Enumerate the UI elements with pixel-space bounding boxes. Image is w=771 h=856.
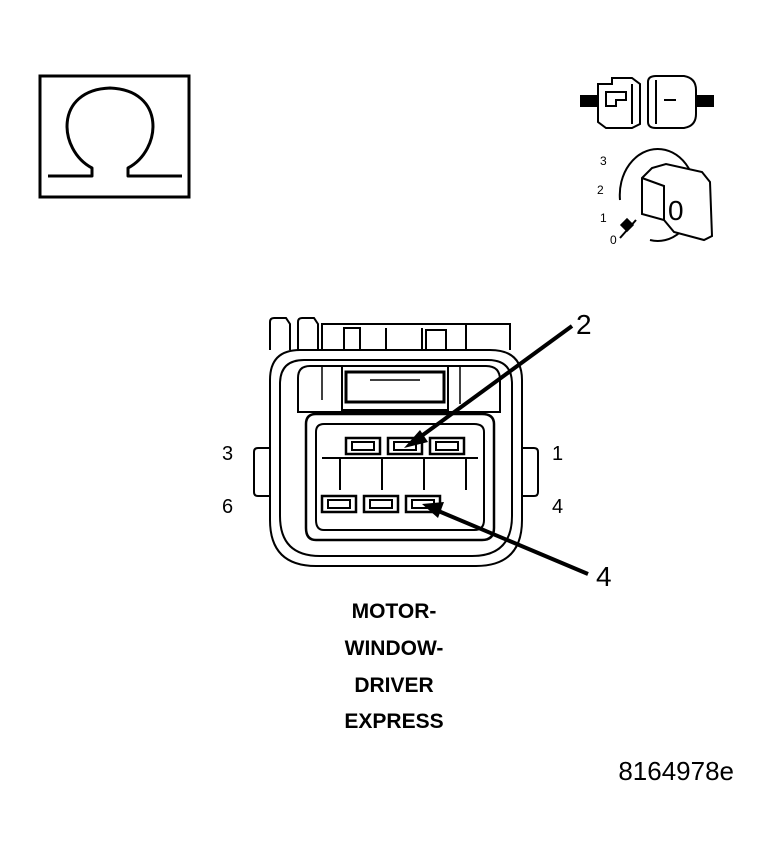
- title-line-3: DRIVER: [354, 674, 433, 697]
- callout-leader-upper: [404, 324, 574, 448]
- figure-id: 8164978e: [618, 756, 734, 786]
- title-line-4: EXPRESS: [344, 710, 443, 733]
- pin-label-top-right: 1: [552, 443, 563, 465]
- callout-label-lower: 4: [596, 561, 612, 592]
- ohmmeter-symbol-icon: [38, 74, 191, 199]
- pin-label-bottom-left: 6: [222, 496, 233, 518]
- key-scale-2: 2: [597, 183, 604, 197]
- callout-leader-lower: [422, 502, 589, 576]
- title-line-2: WINDOW-: [345, 637, 444, 660]
- title-line-1: MOTOR-: [352, 600, 437, 623]
- key-scale-0: 0: [610, 233, 617, 247]
- callout-label-upper: 2: [576, 309, 592, 340]
- key-scale-3: 3: [600, 154, 607, 168]
- pin-label-bottom-right: 4: [552, 496, 563, 518]
- connector-face-diagram: [253, 317, 539, 567]
- pin-label-top-left: 3: [222, 443, 233, 465]
- connector-title: MOTOR- WINDOW- DRIVER EXPRESS: [344, 600, 443, 733]
- key-position-label: 0: [668, 195, 684, 226]
- ignition-key-off-icon: 3 2 1 0 0: [597, 148, 714, 247]
- disconnected-connector-icon: [580, 75, 714, 129]
- key-scale-1: 1: [600, 211, 607, 225]
